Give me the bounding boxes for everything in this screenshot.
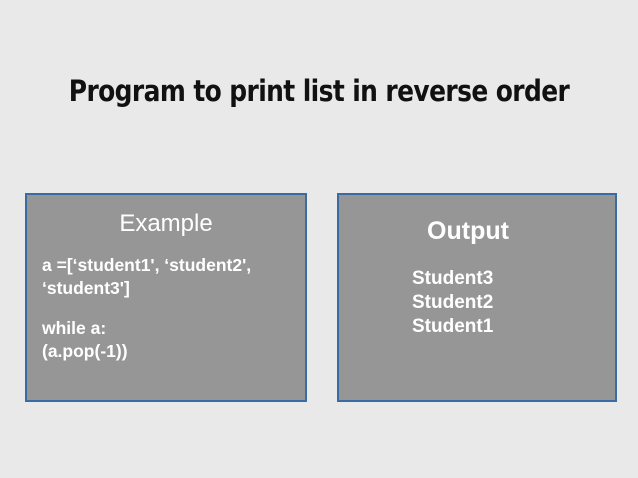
list-item: Student2 [412,292,494,313]
output-panel-heading: Output [427,217,509,245]
code-line: a =[‘student1', ‘student2', [42,255,252,275]
example-code-group-2: while a: (a.pop(-1)) [42,317,297,363]
output-list: Student3 Student2 Student1 [412,267,493,339]
code-line: ‘student3'] [42,278,130,298]
code-line: (a.pop(-1)) [42,341,128,361]
code-line: while a: [42,318,107,338]
list-item: Student3 [412,268,494,289]
example-code-group-1: a =[‘student1', ‘student2', ‘student3'] [42,254,297,300]
example-panel-heading: Example [119,210,213,237]
example-panel: Example a =[‘student1', ‘student2', ‘stu… [25,193,307,402]
output-panel: Output Student3 Student2 Student1 [337,193,617,402]
list-item: Student1 [412,316,494,337]
page-title: Program to print list in reverse order [68,74,570,108]
